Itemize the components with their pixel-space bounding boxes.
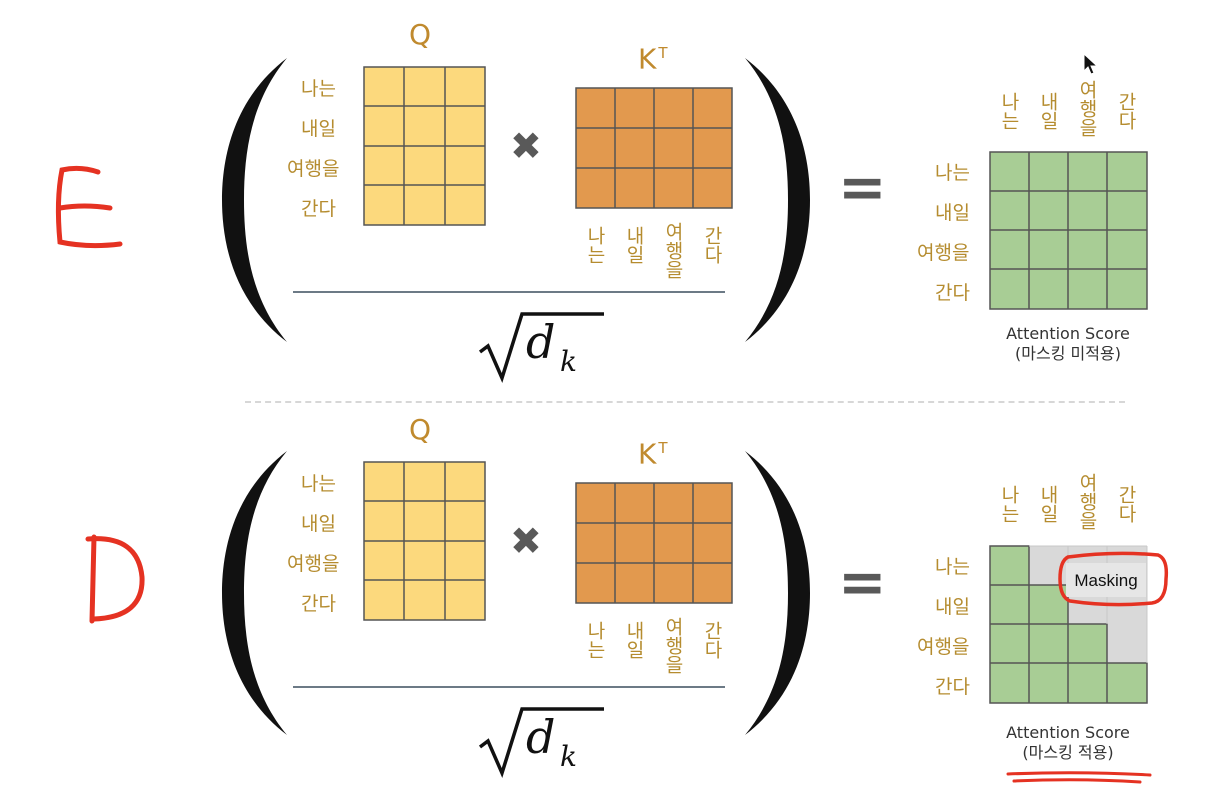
q-row-label: 간다 [301,593,336,615]
score-col-label: 간다 [1115,485,1137,523]
score-col-label: 여행을 [1076,473,1098,530]
masking-label: Masking [1074,571,1138,590]
sqrt-denominator: d k [478,308,608,388]
masking-label-box [1066,563,1146,597]
mouse-cursor-icon [1083,52,1099,75]
score-row-label: 내일 [935,596,970,618]
sqrt-denominator: d k [478,703,608,783]
kt-col-label: 내일 [623,621,645,659]
score-col-label: 나는 [998,485,1020,523]
q-row-label: 여행을 [287,553,340,575]
equals-symbol: = [838,548,887,616]
q-row-label: 나는 [301,78,336,100]
kt-col-label: 간다 [701,226,723,264]
fraction-bar [293,291,725,293]
section-divider [245,401,1125,403]
handwritten-letter-e [55,165,123,249]
score-row-label: 내일 [935,202,970,224]
score-row-label: 여행을 [917,242,970,264]
sqrt-symbol [478,312,604,383]
q-matrix-title: Q [409,413,432,446]
kt-matrix [575,482,733,604]
score-col-label: 여행을 [1076,80,1098,137]
right-parenthesis [745,58,810,342]
q-matrix [363,461,486,621]
q-matrix [363,66,486,226]
q-row-label: 간다 [301,198,336,220]
left-parenthesis [222,451,287,735]
caption-underline-scribble [1006,771,1152,784]
score-caption: Attention Score (마스킹 적용) [988,723,1148,763]
kt-col-label: 여행을 [662,222,684,279]
q-row-label: 내일 [301,118,336,140]
denominator-base: d [526,315,556,369]
kt-title-base: K [638,437,657,471]
q-row-label: 내일 [301,513,336,535]
kt-title-superscript: T [658,44,668,62]
score-caption-line2: (마스킹 미적용) [1015,344,1121,363]
attention-score-matrix [989,151,1148,310]
score-caption-line2: (마스킹 적용) [1022,743,1114,762]
denominator-subscript: k [560,345,577,378]
kt-title-superscript: T [658,439,668,457]
right-parenthesis [745,451,810,735]
multiply-symbol: ✖ [510,519,542,563]
q-row-label: 나는 [301,473,336,495]
kt-title-base: K [638,42,657,76]
score-col-label: 나는 [998,92,1020,130]
score-caption-line1: Attention Score [1006,324,1130,343]
q-matrix-title: Q [409,18,432,51]
score-row-label: 여행을 [917,636,970,658]
score-col-label: 간다 [1115,92,1137,130]
kt-col-label: 내일 [623,226,645,264]
masking-highlight-circle [1058,551,1169,607]
score-col-label: 내일 [1037,92,1059,130]
kt-col-label: 여행을 [662,617,684,674]
denominator-subscript: k [560,740,577,773]
score-row-label: 간다 [935,676,970,698]
kt-col-label: 간다 [701,621,723,659]
fraction-bar [293,686,725,688]
masked-section: D Q 나는 내일 여행을 간다 ✖ KT 나는 내일 여행을 간다 [0,395,1222,790]
score-caption-line1: Attention Score [1006,723,1130,742]
kt-col-label: 나는 [584,226,606,264]
unmasked-section: E Q 나는 내일 여행을 간다 ✖ KT 나는 내일 여행을 간다 [55,18,1148,388]
sqrt-symbol [478,707,604,778]
multiply-symbol: ✖ [510,124,542,168]
score-row-label: 나는 [935,556,970,578]
score-caption: Attention Score (마스킹 미적용) [988,324,1148,364]
kt-matrix [575,87,733,209]
kt-col-label: 나는 [584,621,606,659]
q-row-label: 여행을 [287,158,340,180]
handwritten-letter-d [85,534,145,624]
score-row-label: 간다 [935,282,970,304]
equals-symbol: = [838,153,887,221]
left-parenthesis [222,58,287,342]
score-col-label: 내일 [1037,485,1059,523]
denominator-base: d [526,710,556,764]
score-row-label: 나는 [935,162,970,184]
